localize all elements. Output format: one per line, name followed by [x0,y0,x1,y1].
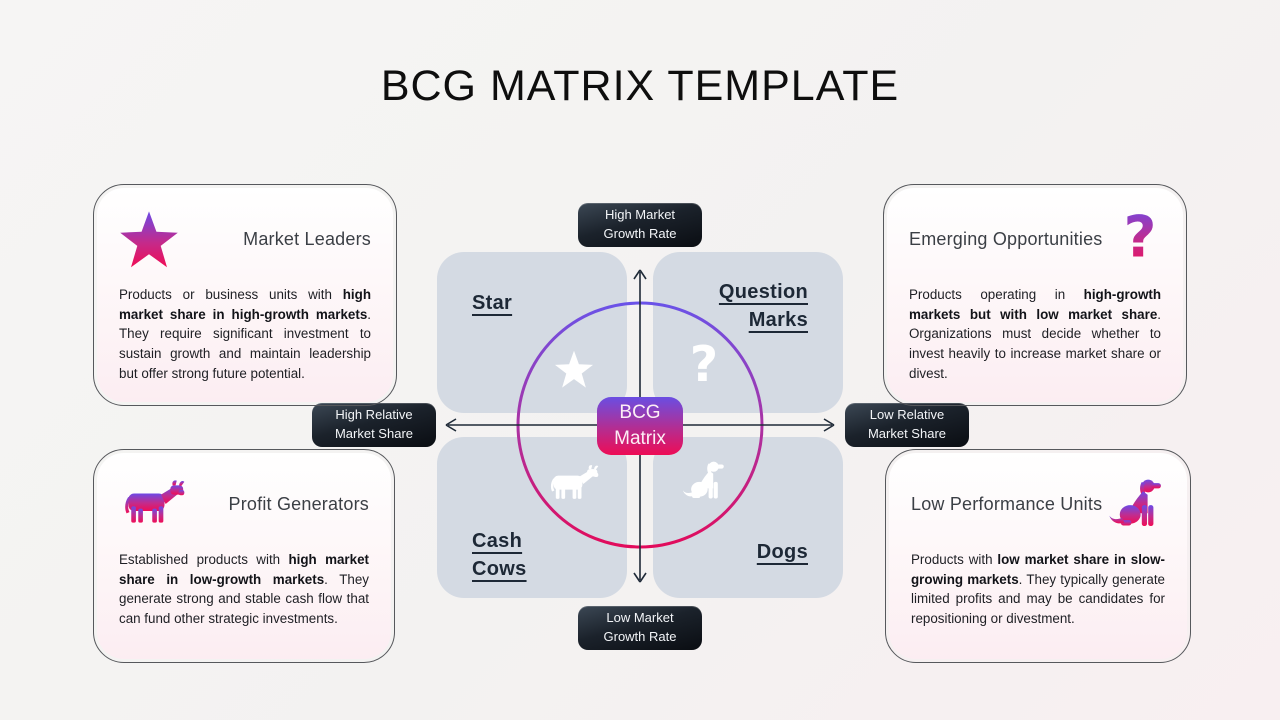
body-text-bold: high market share in high-growth markets [119,287,371,322]
body-text: . Organizations must decide whether to i… [909,306,1161,381]
cow-icon [119,479,189,529]
center-badge: BCG Matrix [597,397,683,455]
center-badge-line1: BCG [619,402,661,424]
card-low-performance-units: Low Performance Units Products with low … [885,449,1191,663]
center-badge-line2: Matrix [614,428,666,449]
axis-label-low-share: Low Relative Market Share [845,403,969,447]
card-header: Low Performance Units [911,471,1165,537]
card-profit-generators: Profit Generators Established products w… [93,449,395,663]
arrow-right-icon [823,418,835,432]
question-mark-icon [686,341,722,391]
dog-icon [681,459,727,503]
arrow-up-icon [633,269,647,280]
card-header: Market Leaders [119,206,371,272]
star-icon [119,210,179,268]
axis-label-high-share: High Relative Market Share [312,403,436,447]
body-text-bold: low market share in slow-growing markets [911,552,1165,587]
card-body: Products operating in high-growth market… [909,285,1161,384]
dog-icon [1107,476,1165,532]
quadrant-star [437,252,627,413]
question-mark-icon [1119,210,1161,268]
card-title: Low Performance Units [911,493,1103,514]
card-title: Profit Generators [228,493,369,514]
arrow-down-icon [633,572,647,583]
card-header: Emerging Opportunities [909,206,1161,272]
card-header: Profit Generators [119,471,369,537]
body-text: Established products with [119,552,289,567]
card-body: Products with low market share in slow-g… [911,550,1165,629]
body-text: Products with [911,552,998,567]
star-icon [554,350,594,388]
axis-label-low-growth: Low Market Growth Rate [578,606,702,650]
body-text-bold: high market share in low-growth markets [119,552,369,587]
card-title: Market Leaders [243,228,371,249]
arrow-left-icon [445,418,457,432]
quadrant-label-question-marks: Question Marks [718,281,808,331]
card-market-leaders: Market Leaders Products or business unit… [93,184,397,406]
quadrant-label-dogs: Dogs [756,541,808,563]
quadrant-label-cash-cows: Cash Cows [472,530,527,580]
axis-label-high-growth: High Market Growth Rate [578,203,702,247]
cow-icon [546,464,602,504]
body-text: . They typically generate limited profit… [911,571,1165,627]
page-title: BCG MATRIX TEMPLATE [380,62,900,110]
card-body: Established products with high market sh… [119,550,369,629]
card-title: Emerging Opportunities [909,228,1103,249]
card-body: Products or business units with high mar… [119,285,371,384]
body-text: Products or business units with [119,287,343,302]
body-text: . They generate strong and stable cash f… [119,571,370,627]
body-text: . They require significant investment to… [119,306,371,381]
body-text-bold: high-growth markets but with low market … [909,287,1161,322]
card-emerging-opportunities: Emerging Opportunities Products operatin… [883,184,1187,406]
body-text: Products operating in [909,287,1084,302]
quadrant-label-star: Star [472,292,513,314]
